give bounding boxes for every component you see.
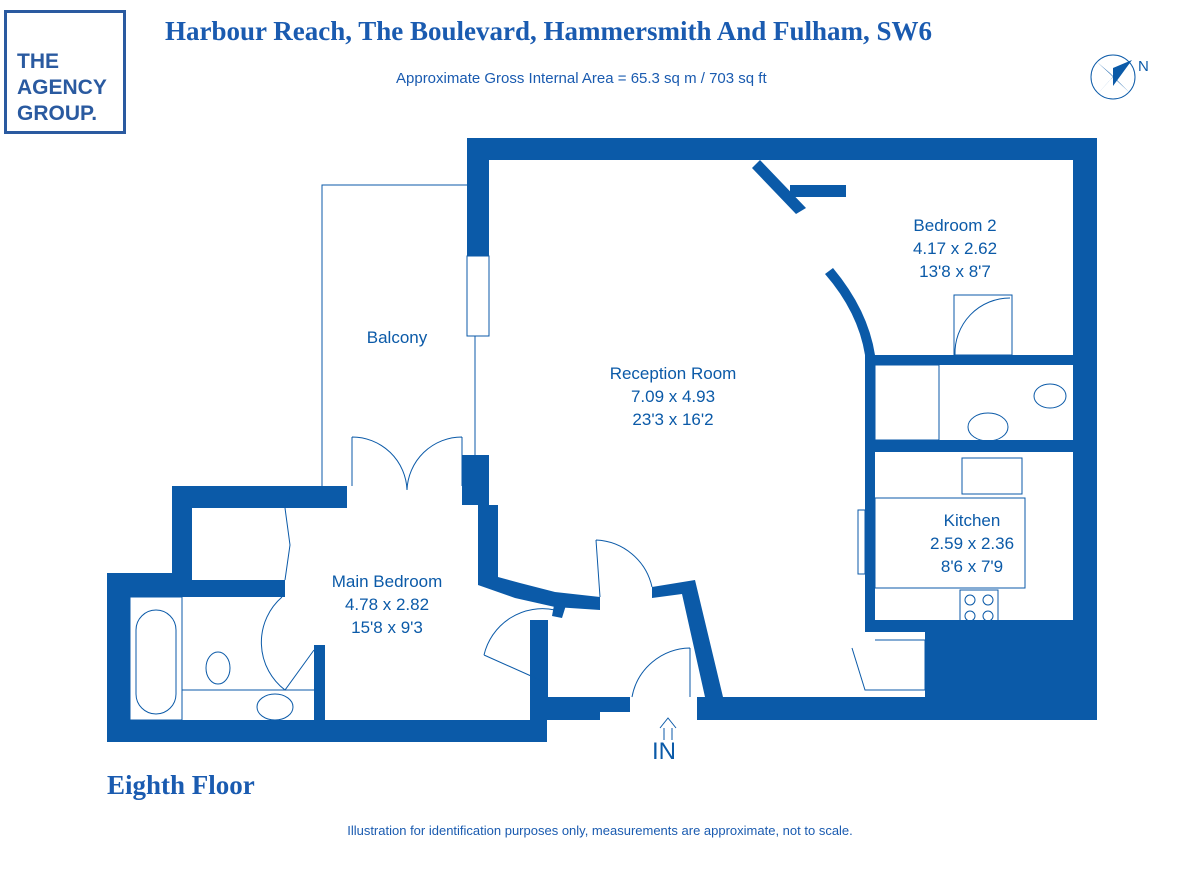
room-name: Reception Room xyxy=(609,364,737,383)
logo-line: GROUP. xyxy=(17,102,98,125)
room-metric: 2.59 x 2.36 xyxy=(929,534,1015,553)
room-imperial: 8'6 x 7'9 xyxy=(940,557,1004,576)
room-imperial: 13'8 x 8'7 xyxy=(919,262,991,281)
room-name: Balcony xyxy=(366,328,428,347)
room-metric: 4.78 x 2.82 xyxy=(344,595,430,614)
room-reception: Reception Room 7.09 x 4.93 23'3 x 16'2 xyxy=(610,362,737,431)
compass-icon xyxy=(1090,54,1136,100)
room-imperial: 15'8 x 9'3 xyxy=(351,618,423,637)
room-metric: 7.09 x 4.93 xyxy=(630,387,716,406)
room-kitchen: Kitchen 2.59 x 2.36 8'6 x 7'9 xyxy=(930,509,1014,578)
fixtures xyxy=(129,184,1067,740)
entrance-label: IN xyxy=(652,738,676,765)
room-imperial: 23'3 x 16'2 xyxy=(632,410,714,429)
logo-line: THE xyxy=(17,50,59,73)
room-metric: 4.17 x 2.62 xyxy=(912,239,998,258)
gross-area: Approximate Gross Internal Area = 65.3 s… xyxy=(396,70,767,87)
logo-line: AGENCY xyxy=(17,76,107,99)
room-name: Main Bedroom xyxy=(331,572,443,591)
room-balcony: Balcony xyxy=(367,326,427,349)
walls xyxy=(107,138,1097,742)
room-main-bedroom: Main Bedroom 4.78 x 2.82 15'8 x 9'3 xyxy=(332,570,443,639)
room-name: Bedroom 2 xyxy=(913,216,997,235)
disclaimer: Illustration for identification purposes… xyxy=(347,823,853,838)
agency-logo: THE AGENCY GROUP. xyxy=(4,10,126,134)
floor-label: Eighth Floor xyxy=(107,770,255,800)
compass-north-label: N xyxy=(1138,58,1149,75)
room-name: Kitchen xyxy=(943,511,1001,530)
property-title: Harbour Reach, The Boulevard, Hammersmit… xyxy=(165,16,933,46)
room-bedroom-2: Bedroom 2 4.17 x 2.62 13'8 x 8'7 xyxy=(913,214,997,283)
